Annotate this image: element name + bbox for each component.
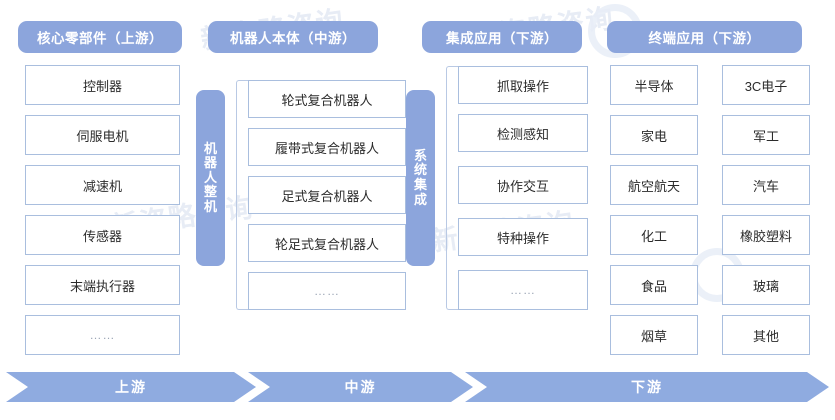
item-box[interactable]: 协作交互	[458, 166, 588, 204]
item-box[interactable]: 航空航天	[610, 165, 698, 205]
item-box[interactable]: 食品	[610, 265, 698, 305]
item-box[interactable]: 检测感知	[458, 114, 588, 152]
item-box[interactable]: 3C电子	[722, 65, 810, 105]
item-box[interactable]: 减速机	[25, 165, 180, 205]
item-box[interactable]: 轮足式复合机器人	[248, 224, 406, 262]
column-header-upstream-core-components: 核心零部件（上游）	[18, 21, 182, 53]
flow-arrow-downstream[interactable]: 下游	[465, 372, 829, 402]
item-box[interactable]: 伺服电机	[25, 115, 180, 155]
item-box[interactable]: 烟草	[610, 315, 698, 355]
vertical-label-text: 系统集成	[414, 147, 429, 207]
flow-arrow-midstream[interactable]: 中游	[248, 372, 473, 402]
item-box-ellipsis[interactable]: ……	[248, 272, 406, 310]
item-box[interactable]: 末端执行器	[25, 265, 180, 305]
bracket-connector-midstream	[236, 80, 248, 310]
item-box[interactable]: 特种操作	[458, 218, 588, 256]
column-header-downstream-terminal-application: 终端应用（下游）	[607, 21, 802, 53]
item-box[interactable]: 家电	[610, 115, 698, 155]
flow-arrow-upstream[interactable]: 上游	[6, 372, 256, 402]
vertical-label-text: 机器人整机	[204, 140, 219, 214]
item-box[interactable]: 其他	[722, 315, 810, 355]
item-box[interactable]: 汽车	[722, 165, 810, 205]
item-box[interactable]: 化工	[610, 215, 698, 255]
vertical-label-robot-whole-machine: 机器人整机	[196, 90, 225, 266]
item-box[interactable]: 履带式复合机器人	[248, 128, 406, 166]
item-box-ellipsis[interactable]: ……	[25, 315, 180, 355]
item-box[interactable]: 玻璃	[722, 265, 810, 305]
item-box[interactable]: 军工	[722, 115, 810, 155]
item-box[interactable]: 橡胶塑料	[722, 215, 810, 255]
column-header-downstream-integrated-application: 集成应用（下游）	[422, 21, 582, 53]
item-box[interactable]: 控制器	[25, 65, 180, 105]
item-box[interactable]: 半导体	[610, 65, 698, 105]
vertical-label-system-integration: 系统集成	[406, 90, 435, 266]
item-box-ellipsis[interactable]: ……	[458, 270, 588, 310]
item-box[interactable]: 轮式复合机器人	[248, 80, 406, 118]
item-box[interactable]: 足式复合机器人	[248, 176, 406, 214]
item-box[interactable]: 抓取操作	[458, 66, 588, 104]
column-header-midstream-robot-body: 机器人本体（中游）	[208, 21, 378, 53]
bracket-connector-downstream	[446, 66, 458, 310]
item-box[interactable]: 传感器	[25, 215, 180, 255]
